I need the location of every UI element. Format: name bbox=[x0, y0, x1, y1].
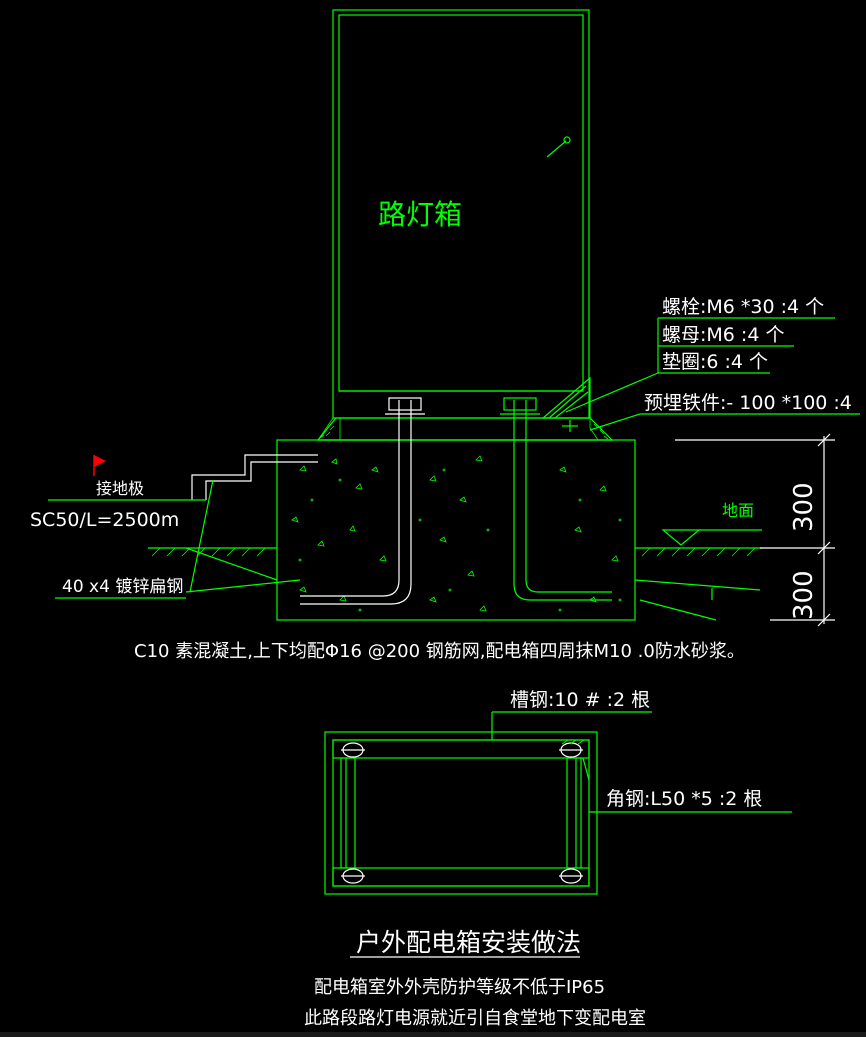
base-plate bbox=[316, 376, 614, 441]
ground-electrode-label: 接地极 bbox=[96, 479, 144, 498]
anchor-bolt-left bbox=[300, 397, 425, 605]
horizontal-scrollbar[interactable] bbox=[0, 1032, 866, 1037]
box-label: 路灯箱 bbox=[378, 198, 462, 231]
embed-label: 预埋铁件:- 100 *100 :4 bbox=[644, 392, 852, 414]
note-power-source: 此路段路灯电源就近引自食堂地下变配电室 bbox=[304, 1008, 646, 1029]
washer-label: 垫圈:6 :4 个 bbox=[662, 351, 768, 373]
dim-lower-label: 300 bbox=[789, 570, 819, 620]
drawing-title: 户外配电箱安装做法 bbox=[356, 928, 581, 957]
ground-label: 地面 bbox=[722, 501, 754, 520]
dimension-lines bbox=[675, 433, 835, 627]
nut-label: 螺母:M6 :4 个 bbox=[662, 324, 784, 346]
concrete-foundation bbox=[276, 397, 636, 621]
note-protection: 配电箱室外外壳防护等级不低于IP65 bbox=[314, 977, 605, 998]
plan-view bbox=[324, 711, 792, 895]
ground-lines: 地面 bbox=[148, 501, 762, 557]
flat-steel-label: 40 x4 镀锌扁钢 bbox=[62, 577, 183, 597]
leader-lines bbox=[565, 317, 860, 431]
concrete-note: C10 素混凝土,上下均配Φ16 @200 钢筋网,配电箱四周抹M10 .0防水… bbox=[134, 641, 745, 662]
street-light-box: 路灯箱 bbox=[332, 9, 590, 419]
flag-marker-icon bbox=[93, 455, 106, 476]
bolt-hole-icon bbox=[341, 742, 583, 884]
anchor-bolt-right bbox=[500, 397, 612, 601]
door-handle-icon bbox=[546, 136, 571, 158]
mortar-hatch bbox=[319, 423, 609, 440]
dim-upper-label: 300 bbox=[789, 482, 819, 532]
conduit-label: SC50/L=2500m bbox=[30, 509, 179, 531]
ground-level-icon bbox=[661, 529, 762, 546]
ground-conduit bbox=[48, 454, 761, 621]
angle-label: 角钢:L50 *5 :2 根 bbox=[606, 788, 762, 810]
concrete-hatch bbox=[291, 455, 622, 612]
channel-label: 槽钢:10 # :2 根 bbox=[510, 689, 650, 711]
bolt-label: 螺栓:M6 *30 :4 个 bbox=[662, 296, 824, 318]
